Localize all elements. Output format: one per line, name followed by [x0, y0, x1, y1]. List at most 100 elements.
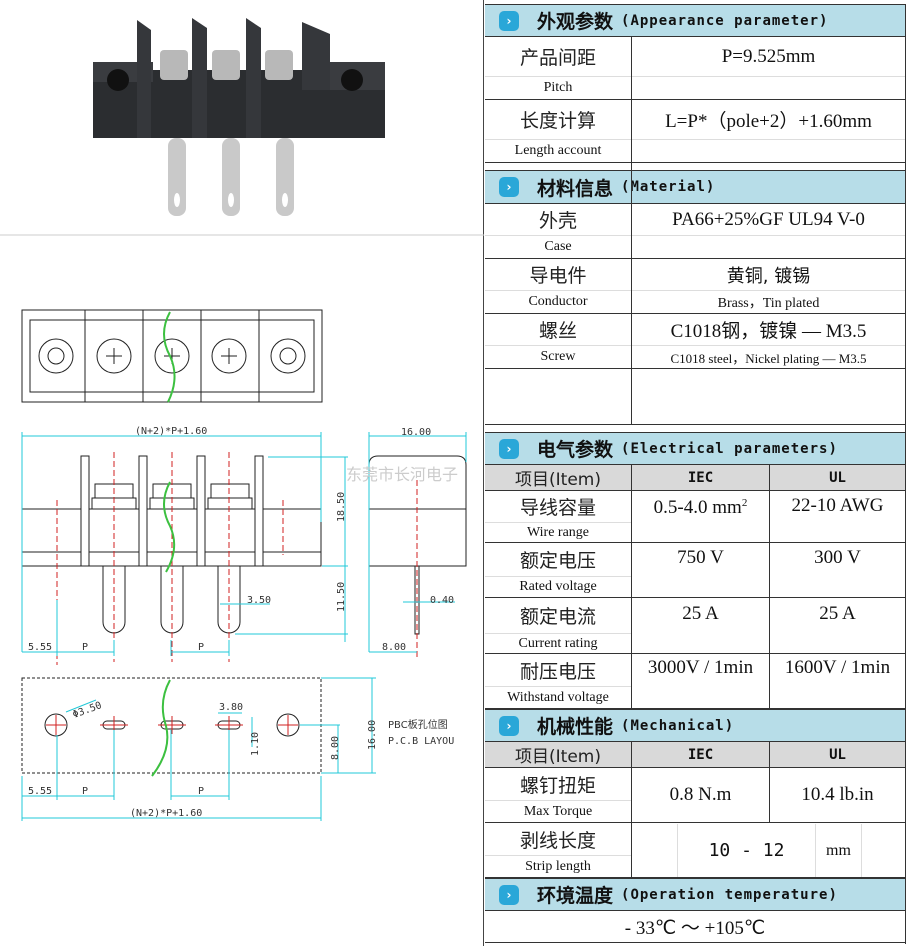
section-title: 外观参数	[537, 11, 614, 33]
label-length-zh: 长度计算	[485, 100, 631, 140]
top-view	[21, 309, 323, 403]
dim-side-offset: 8.00	[382, 642, 406, 653]
label-rated-voltage-en: Rated voltage	[485, 577, 631, 598]
value-conductor-en: Brass，Tin plated	[632, 291, 905, 314]
dim-pcb-width: 16.00	[367, 720, 378, 750]
pcb-label-zh: PBC板孔位图	[388, 718, 448, 731]
column-header-item: 项目(Item)	[485, 465, 631, 491]
label-torque-en: Max Torque	[485, 801, 631, 823]
section-header-material: › 材料信息 (Material)	[485, 170, 905, 204]
label-wire-range-en: Wire range	[485, 523, 631, 543]
column-header-iec: IEC	[632, 742, 769, 768]
value-case: PA66+25%GF UL94 V-0	[632, 204, 905, 236]
label-case-en: Case	[485, 236, 631, 259]
value-screw-zh: C1018钢，镀镍 — M3.5	[632, 314, 905, 346]
dim-pin-thickness: 0.40	[430, 595, 454, 606]
value-torque-ul: 10.4 lb.in	[770, 768, 905, 823]
section-title-en: (Operation temperature)	[621, 886, 838, 903]
value-current-iec: 25 A	[632, 598, 769, 654]
strip-value-cell	[632, 823, 905, 878]
value-rated-voltage-iec: 750 V	[632, 543, 769, 598]
label-strip-zh: 剥线长度	[485, 823, 631, 856]
section-title-en: (Appearance parameter)	[621, 12, 829, 29]
column-divider	[631, 37, 632, 425]
dim-edge-offset: 5.55	[28, 642, 52, 653]
value-text: 0.5-4.0 mm	[653, 497, 742, 518]
section-title-en: (Mechanical)	[621, 717, 735, 734]
value-screw-en: C1018 steel，Nickel plating — M3.5	[632, 346, 905, 369]
column-header-ul: UL	[770, 465, 905, 491]
label-screw-en: Screw	[485, 346, 631, 369]
value-pitch: P=9.525mm	[632, 37, 905, 77]
drawing-panel: (N+2)*P+1.60 16.00 东莞市长河电子 18.50 11.50 3…	[0, 0, 484, 946]
section-header-mechanical: › 机械性能 (Mechanical)	[485, 709, 905, 742]
grid-line	[815, 824, 816, 877]
chevron-right-icon: ›	[499, 177, 519, 197]
dim-height-pin: 11.50	[336, 582, 347, 612]
dim-pin-width: 3.50	[247, 595, 271, 606]
label-torque-zh: 螺钉扭矩	[485, 768, 631, 801]
column-divider	[631, 742, 632, 878]
dim-edge-offset: 5.55	[28, 786, 52, 797]
value-length: L=P*（pole+2）+1.60mm	[632, 100, 905, 140]
value-withstand-ul: 1600V / 1min	[770, 654, 905, 709]
section-title: 机械性能	[537, 716, 614, 738]
section-title-en: (Material)	[621, 179, 716, 195]
label-length-en: Length account	[485, 140, 631, 163]
dim-pitch: P	[198, 642, 204, 653]
empty-cell	[632, 236, 905, 259]
section-header-temperature: ›环境温度(Operation temperature)	[485, 878, 905, 911]
chevron-right-icon: ›	[499, 10, 519, 31]
label-pitch-zh: 产品间距	[485, 37, 631, 77]
dim-total-length: (N+2)*P+1.60	[135, 426, 207, 437]
label-rated-voltage-zh: 额定电压	[485, 543, 631, 577]
dim-total-length: (N+2)*P+1.60	[130, 808, 202, 819]
value-rated-voltage-ul: 300 V	[770, 543, 905, 598]
value-wire-range-ul: 22-10 AWG	[770, 491, 905, 543]
column-header-iec: IEC	[632, 465, 769, 491]
column-header-item: 项目(Item)	[485, 742, 631, 768]
empty-cell	[632, 140, 905, 163]
value-current-ul: 25 A	[770, 598, 905, 654]
dim-pitch: P	[82, 786, 88, 797]
label-withstand-zh: 耐压电压	[485, 654, 631, 687]
dim-pcb-half: 8.00	[330, 736, 341, 760]
pcb-label-en: P.C.B LAYOU	[388, 736, 454, 747]
watermark: 东莞市长河电子	[346, 465, 458, 484]
grid-line	[861, 824, 862, 877]
section-header-appearance: › 外观参数 (Appearance parameter)	[485, 4, 905, 37]
label-screw-zh: 螺丝	[485, 314, 631, 346]
side-view	[368, 432, 467, 660]
value-strip-length: 10 - 12	[708, 840, 785, 861]
value-strip-unit: mm	[826, 841, 851, 859]
dim-pitch: P	[198, 786, 204, 797]
label-pitch-en: Pitch	[485, 77, 631, 100]
value-torque-iec: 0.8 N.m	[632, 768, 769, 823]
label-withstand-en: Withstand voltage	[485, 687, 631, 709]
label-current-zh: 额定电流	[485, 598, 631, 634]
front-view	[21, 432, 348, 665]
technical-drawing: (N+2)*P+1.60 16.00 东莞市长河电子 18.50 11.50 3…	[0, 18, 484, 821]
value-conductor-zh: 黄铜, 镀锡	[632, 259, 905, 291]
label-conductor-zh: 导电件	[485, 259, 631, 291]
column-divider	[631, 465, 632, 709]
column-divider	[769, 465, 770, 709]
grid-line	[677, 824, 678, 877]
dim-slot-width: 1.10	[250, 732, 261, 756]
label-current-en: Current rating	[485, 634, 631, 654]
label-conductor-en: Conductor	[485, 291, 631, 314]
chevron-right-icon: ›	[499, 438, 519, 459]
label-wire-range-zh: 导线容量	[485, 491, 631, 523]
dim-pitch: P	[82, 642, 88, 653]
chevron-right-icon: ›	[499, 884, 519, 905]
section-title: 电气参数	[537, 439, 614, 461]
chevron-right-icon: ›	[499, 715, 519, 736]
label-strip-en: Strip length	[485, 856, 631, 878]
dim-side-width: 16.00	[401, 427, 431, 438]
empty-cell	[632, 77, 905, 100]
section-header-electrical: ›电气参数(Electrical parameters)	[485, 432, 905, 465]
dim-height-upper: 18.50	[336, 492, 347, 522]
section-title: 材料信息	[537, 177, 614, 200]
column-header-ul: UL	[770, 742, 905, 768]
